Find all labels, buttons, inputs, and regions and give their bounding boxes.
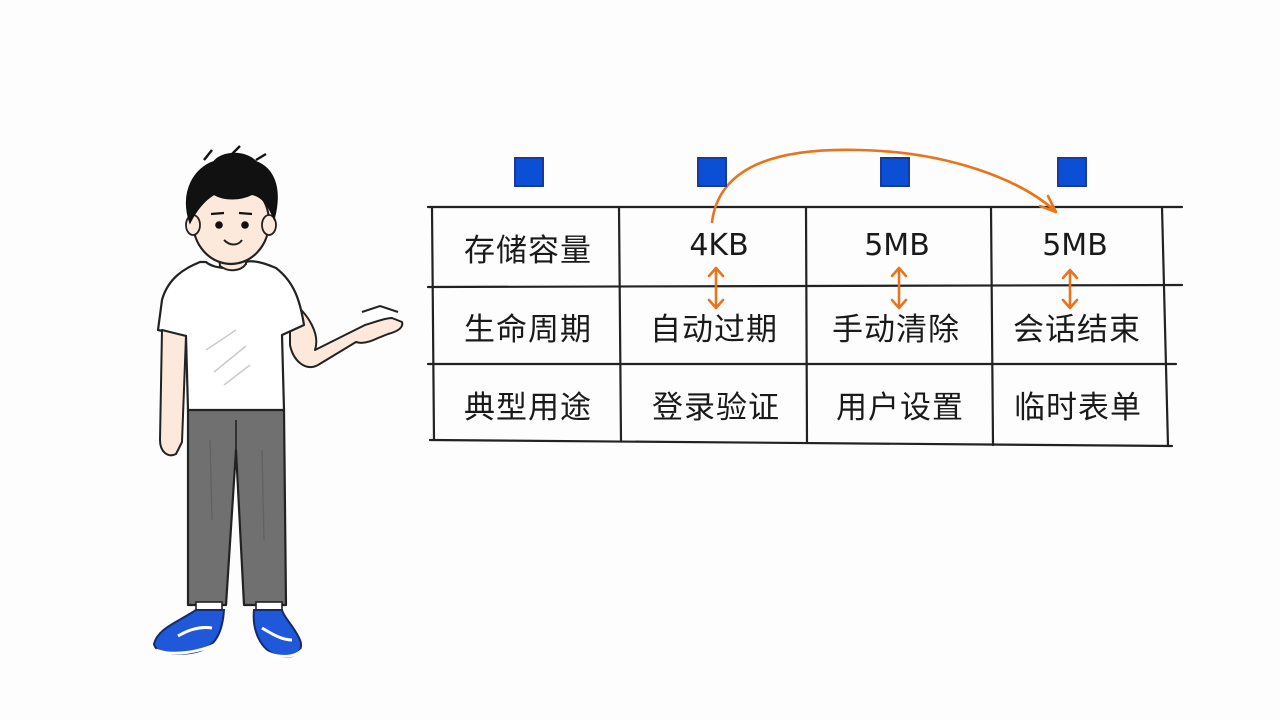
cell-storage-2: 5MB bbox=[864, 227, 930, 263]
table-lines bbox=[426, 205, 1184, 448]
row-label-storage: 存储容量 bbox=[464, 232, 592, 269]
curved-arrow-head bbox=[1038, 194, 1058, 214]
row-label-lifecycle: 生命周期 bbox=[464, 311, 592, 348]
cell-usage-1: 登录验证 bbox=[652, 389, 780, 426]
cell-usage-3: 临时表单 bbox=[1014, 389, 1142, 426]
double-arrow-col1 bbox=[707, 266, 725, 310]
cell-lifecycle-3: 会话结束 bbox=[1013, 311, 1141, 348]
double-arrow-col2 bbox=[890, 266, 908, 310]
cell-lifecycle-1: 自动过期 bbox=[650, 311, 778, 348]
orange-arrows bbox=[707, 148, 1079, 310]
column-marker-4 bbox=[1057, 157, 1087, 187]
cell-storage-3: 5MB bbox=[1042, 227, 1108, 263]
column-marker-1 bbox=[514, 157, 544, 187]
curved-arrow bbox=[710, 148, 1056, 224]
column-marker-3 bbox=[880, 157, 910, 187]
column-marker-2 bbox=[697, 157, 727, 187]
double-arrow-col3 bbox=[1061, 268, 1079, 310]
row-label-usage: 典型用途 bbox=[464, 389, 592, 426]
cell-storage-1: 4KB bbox=[689, 227, 749, 263]
cell-lifecycle-2: 手动清除 bbox=[832, 311, 960, 348]
cell-usage-2: 用户设置 bbox=[836, 389, 964, 426]
